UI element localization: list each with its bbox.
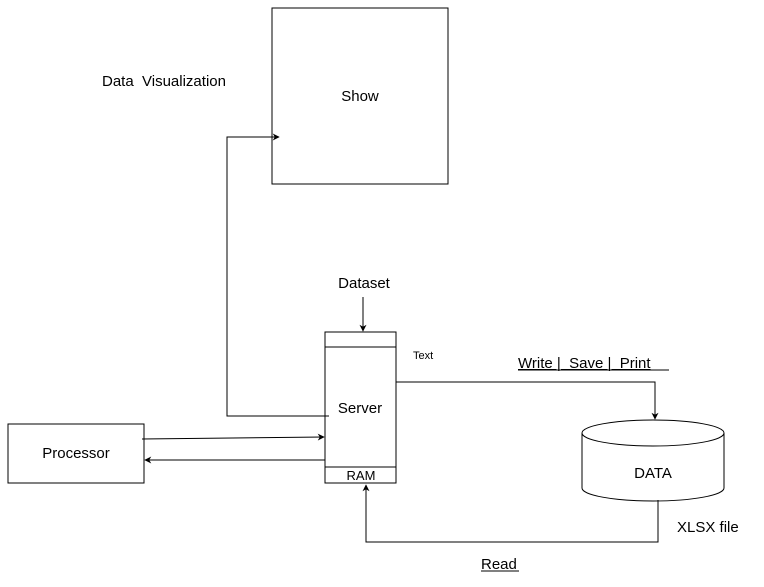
server-to-data-arrow — [396, 381, 659, 420]
server-box — [324, 331, 397, 484]
data-label: DATA — [634, 465, 672, 482]
ram-label: RAM — [347, 468, 376, 483]
server-label: Server — [338, 400, 382, 417]
show-box — [271, 7, 449, 185]
processor-box — [7, 423, 145, 484]
data-to-ram-arrow — [362, 484, 659, 543]
data-cylinder — [581, 419, 725, 502]
show-label: Show — [341, 88, 379, 105]
server-to-show-arrow — [226, 133, 329, 417]
processor-to-server-arrow — [141, 433, 325, 441]
read-label: Read — [481, 556, 517, 573]
dataset-label: Dataset — [338, 275, 391, 292]
processor-label: Processor — [42, 445, 110, 462]
write-save-print-label: Write | Save | Print — [518, 355, 651, 372]
xlsx-file-label: XLSX file — [677, 519, 739, 536]
text-label: Text — [413, 350, 433, 362]
data-visualization-label: Data Visualization — [102, 73, 226, 90]
